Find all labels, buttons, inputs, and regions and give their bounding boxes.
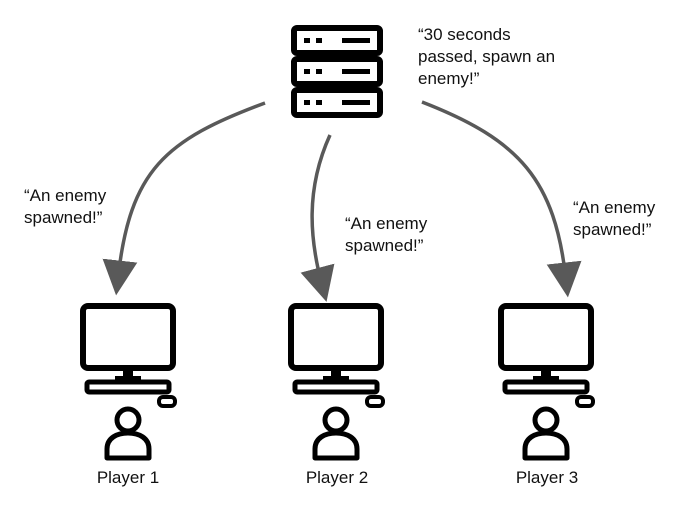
player-3-label: Player 3: [515, 468, 579, 487]
player-2-label: Player 2: [305, 468, 369, 487]
server-message-line: “30 seconds: [418, 25, 511, 44]
notification-line: “An enemy: [24, 186, 107, 205]
server-message-line: enemy!”: [418, 69, 480, 88]
computer-icon: [83, 306, 175, 406]
notification-line: “An enemy: [345, 214, 428, 233]
notification-line: “An enemy: [573, 198, 656, 217]
notification-player-2: “An enemy spawned!”: [345, 213, 427, 257]
arrow-to-player-1: [102, 101, 266, 296]
server-message: “30 seconds passed, spawn an enemy!”: [418, 24, 555, 90]
notification-line: spawned!”: [573, 220, 652, 239]
user-icon: [525, 409, 567, 458]
server-icon: [291, 25, 383, 118]
arrow-to-player-3: [421, 100, 582, 298]
computer-icon: [501, 306, 593, 406]
player-1-label: Player 1: [96, 468, 160, 487]
arrow-to-player-2: [300, 134, 335, 302]
computer-icon: [291, 306, 383, 406]
notification-player-3: “An enemy spawned!”: [573, 197, 655, 241]
server-message-line: passed, spawn an: [418, 47, 556, 66]
notification-player-1: “An enemy spawned!”: [24, 185, 106, 229]
user-icon: [107, 409, 149, 458]
notification-line: spawned!”: [24, 208, 103, 227]
notification-line: spawned!”: [345, 236, 424, 255]
user-icon: [315, 409, 357, 458]
